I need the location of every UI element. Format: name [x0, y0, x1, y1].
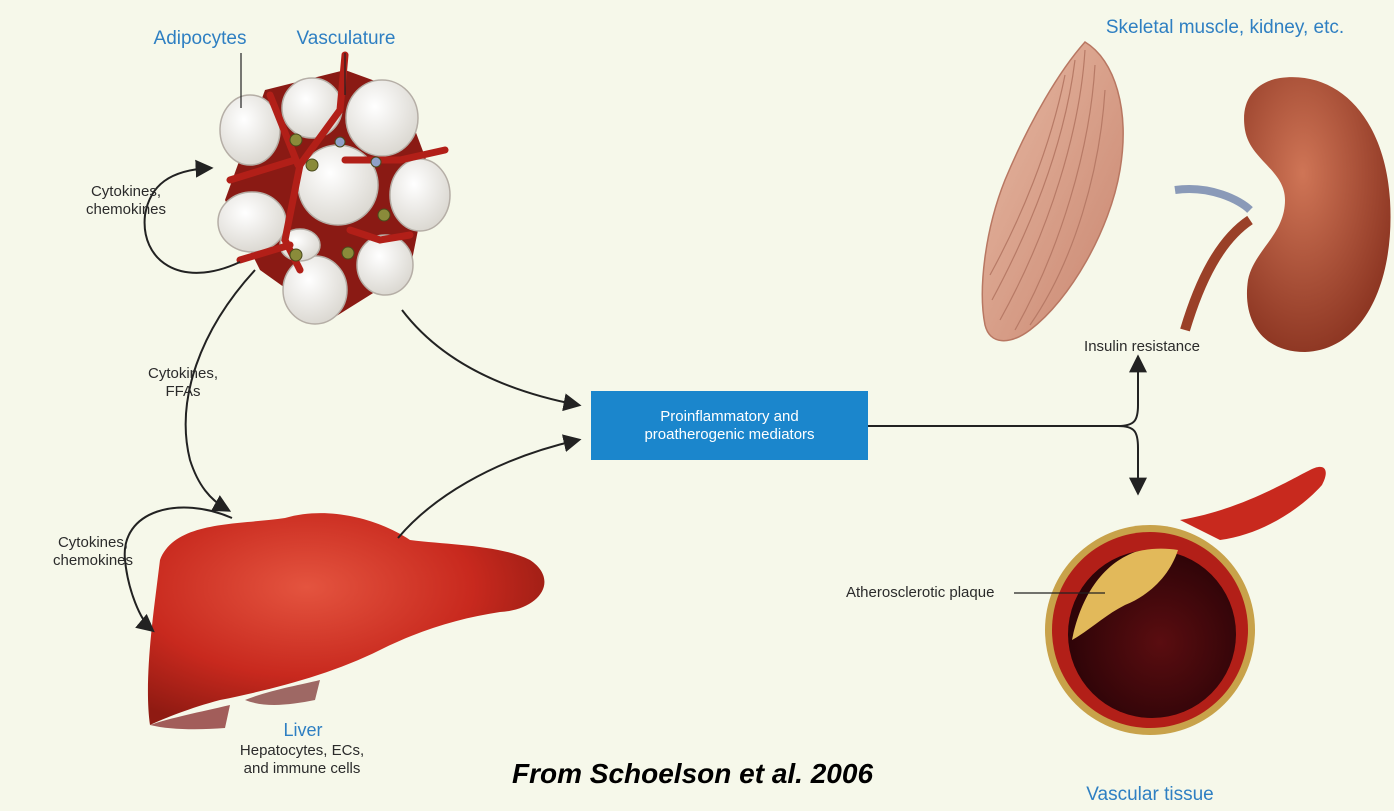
mediators-label: Proinflammatory and proatherogenic media…: [644, 408, 814, 444]
skeletal-kidney-label: Skeletal muscle, kidney, etc.: [1106, 17, 1344, 39]
kidney-illustration: [1175, 77, 1391, 352]
cytokines-chemokines-label-top: Cytokines, chemokines: [86, 183, 166, 219]
skeletal-muscle-illustration: [982, 42, 1123, 341]
liver-label: Liver: [283, 720, 322, 741]
cytokines-chemokines-label-liver: Cytokines, chemokines: [53, 534, 133, 570]
cytokines-ffas-label: Cytokines, FFAs: [148, 365, 218, 401]
vasculature-label: Vasculature: [297, 28, 396, 50]
adipocytes-label: Adipocytes: [154, 28, 247, 50]
liver-cells-label: Hepatocytes, ECs, and immune cells: [240, 742, 364, 778]
atherosclerotic-plaque-label: Atherosclerotic plaque: [846, 584, 994, 601]
insulin-resistance-label: Insulin resistance: [1084, 338, 1200, 355]
adipocyte-tissue-illustration: [218, 55, 450, 324]
citation-text: From Schoelson et al. 2006: [512, 758, 873, 790]
liver-illustration: [148, 513, 545, 729]
vascular-tissue-illustration: [1045, 467, 1326, 735]
vascular-tissue-label: Vascular tissue: [1086, 784, 1213, 806]
mediators-box: Proinflammatory and proatherogenic media…: [591, 391, 868, 460]
